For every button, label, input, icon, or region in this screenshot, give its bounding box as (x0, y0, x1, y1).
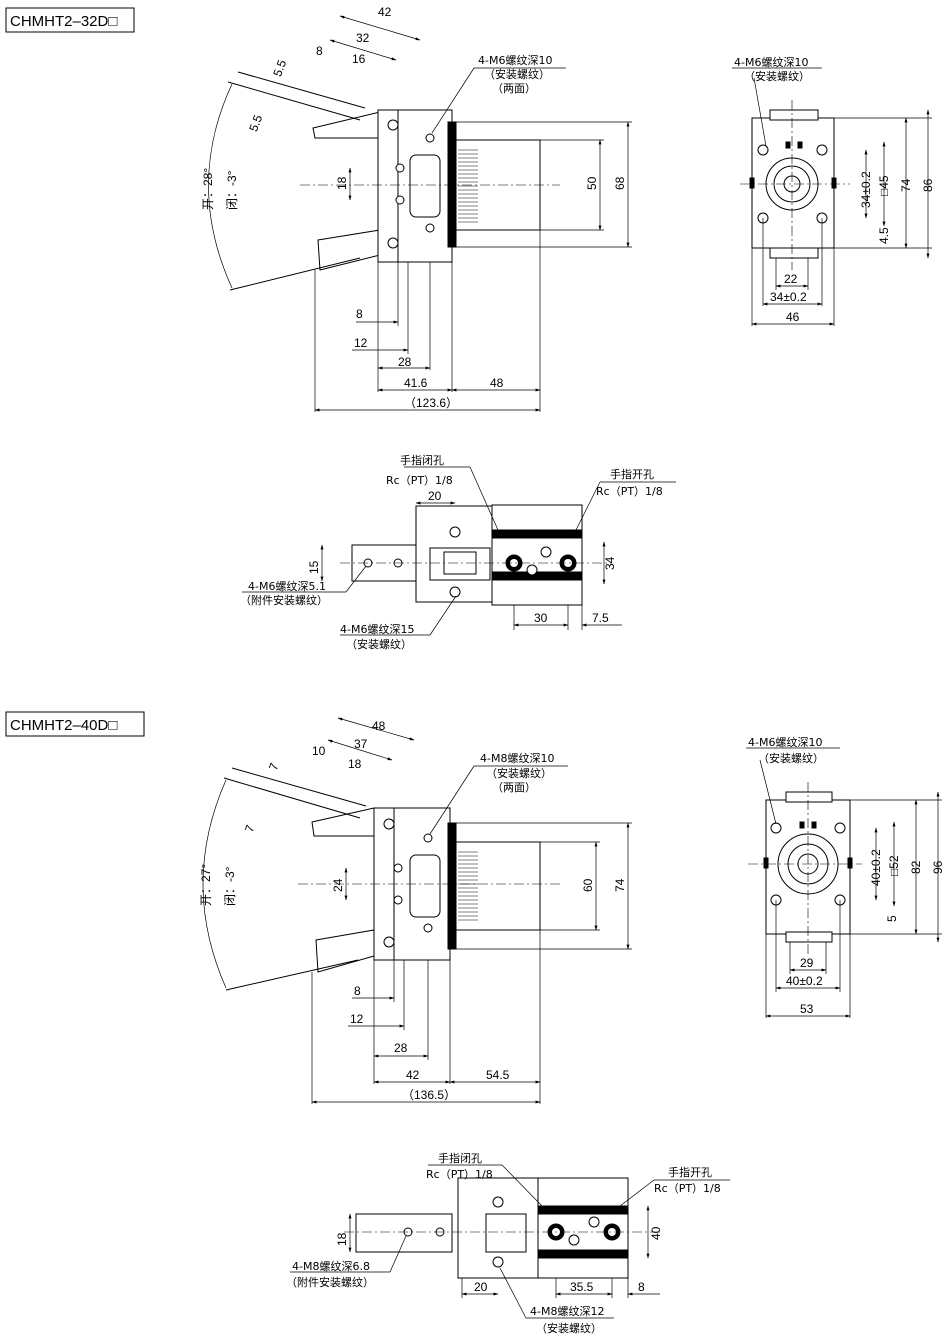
dim-74-40: 74 (613, 878, 627, 892)
end-dim-52: □52 (887, 855, 901, 876)
hole-note-line2: （安装螺纹） (484, 67, 550, 81)
dim-7-a: 7 (266, 761, 282, 772)
end-dim-86: 86 (921, 178, 935, 192)
mount-thread-note-40: 4-M8螺纹深12 (530, 1304, 604, 1318)
end-hole-note-line2: （安装螺纹） (744, 69, 810, 83)
top-dim-15: 15 (307, 560, 321, 574)
end-dim-34: 34±0.2 (859, 171, 873, 208)
end-hole-note-line1: 4-M6螺纹深10 (734, 55, 808, 69)
accessory-thread-note-40: 4-M8螺纹深6.8 (292, 1259, 370, 1273)
dim-8: 8 (316, 44, 323, 58)
end-dim-82: 82 (909, 860, 923, 874)
top-dim-30: 30 (534, 611, 548, 625)
dim-37: 37 (354, 737, 368, 751)
dim-24: 24 (331, 878, 345, 892)
mount-thread-note: 4-M6螺纹深15 (340, 622, 414, 636)
end-dim-22: 22 (784, 272, 798, 286)
dim-b12-40: 12 (350, 1012, 364, 1026)
close-port-thread-40: Rc（PT）1/8 (426, 1168, 493, 1181)
dim-b8: 8 (356, 307, 363, 321)
model-title-40: CHMHT2–40D□ (10, 717, 117, 734)
dim-48: 48 (372, 719, 386, 733)
dim-42: 42 (378, 5, 392, 19)
hole-note-40-line2: （安装螺纹） (486, 766, 552, 780)
dim-32: 32 (356, 31, 370, 45)
top-dim-7.5: 7.5 (592, 611, 609, 625)
dim-b54.5: 54.5 (486, 1068, 510, 1082)
end-dim-5: 5 (885, 915, 899, 922)
hole-note-40-line1: 4-M8螺纹深10 (480, 751, 554, 765)
angle-open-27: 开：27° (199, 864, 213, 906)
end-dim-4.5: 4.5 (877, 227, 891, 244)
dim-b123.6: （123.6） (404, 396, 458, 410)
end-view-32: 4-M6螺纹深10 （安装螺纹） 34±0.2 □45 74 86 4.5 22… (732, 55, 935, 326)
angle-close-3-40: 闭：-3° (223, 866, 237, 906)
top-dim-20-40: 20 (474, 1280, 488, 1294)
model-40-section: CHMHT2–40D□ 48 37 10 18 7 7 (5, 711, 945, 1335)
top-dim-20: 20 (428, 489, 442, 503)
accessory-thread-note-sub: （附件安装螺纹） (240, 593, 328, 607)
close-port-label: 手指闭孔 (400, 453, 444, 467)
close-port-thread: Rc（PT）1/8 (386, 474, 453, 487)
end-dim-53: 53 (800, 1002, 814, 1016)
accessory-thread-note: 4-M6螺纹深5.1 (248, 579, 326, 593)
angle-open-28: 开：28° (201, 168, 215, 210)
side-view-40: 48 37 10 18 7 7 开：27° 闭：-3° 4-M8螺纹深10 （安… (199, 717, 632, 1104)
hole-note-40-line3: （两面） (492, 781, 536, 794)
end-view-40: 4-M6螺纹深10 （安装螺纹） 40±0.2 □52 82 96 5 29 4… (746, 735, 945, 1018)
dim-b42: 42 (406, 1068, 420, 1082)
model-32-section: CHMHT2–32D□ (5, 5, 935, 651)
dim-b28: 28 (398, 355, 412, 369)
end-hole-note-40-line1: 4-M6螺纹深10 (748, 735, 822, 749)
open-port-label: 手指开孔 (610, 467, 654, 481)
close-port-label-40: 手指闭孔 (438, 1151, 482, 1165)
side-view-32: 42 32 8 16 5.5 5.5 开：28° 闭：-3° 4-M6螺纹深10… (201, 5, 632, 412)
end-dim-34b: 34±0.2 (770, 290, 807, 304)
dim-16: 16 (352, 52, 366, 66)
hole-note-line3: （两面） (492, 82, 536, 95)
end-dim-46: 46 (786, 310, 800, 324)
dim-68: 68 (613, 176, 627, 190)
dim-10: 10 (312, 744, 326, 758)
accessory-thread-note-40-sub: （附件安装螺纹） (286, 1275, 374, 1289)
hole-note-line1: 4-M6螺纹深10 (478, 53, 552, 67)
dim-18-40: 18 (348, 757, 362, 771)
dim-18: 18 (335, 176, 349, 190)
top-dim-34: 34 (603, 556, 617, 570)
open-port-thread-40: Rc（PT）1/8 (654, 1182, 721, 1195)
open-port-thread: Rc（PT）1/8 (596, 485, 663, 498)
dim-60: 60 (581, 878, 595, 892)
dim-b48: 48 (490, 376, 504, 390)
top-dim-35.5: 35.5 (570, 1280, 594, 1294)
end-dim-74: 74 (899, 178, 913, 192)
end-dim-40: 40±0.2 (869, 849, 883, 886)
dim-b136.5: （136.5） (402, 1088, 456, 1102)
dim-5.5-b: 5.5 (246, 113, 265, 134)
end-dim-96: 96 (931, 860, 945, 874)
end-dim-40b: 40±0.2 (786, 974, 823, 988)
top-view-32: 手指闭孔 Rc（PT）1/8 手指开孔 Rc（PT）1/8 20 15 34 3… (240, 453, 676, 651)
dim-50: 50 (585, 176, 599, 190)
dim-b8-40: 8 (354, 984, 361, 998)
end-dim-29: 29 (800, 956, 814, 970)
top-dim-18: 18 (335, 1232, 349, 1246)
angle-close-3: 闭：-3° (225, 170, 239, 210)
top-dim-8: 8 (638, 1280, 645, 1294)
mount-thread-note-40-sub: （安装螺纹） (536, 1321, 602, 1335)
mount-thread-note-sub: （安装螺纹） (346, 637, 412, 651)
dim-b12: 12 (354, 336, 368, 350)
model-title-32: CHMHT2–32D□ (10, 13, 117, 30)
dim-b41.6: 41.6 (404, 376, 428, 390)
title-box-40 (5, 711, 145, 737)
title-box-32 (5, 7, 135, 33)
top-dim-40: 40 (649, 1226, 663, 1240)
dim-7-b: 7 (242, 823, 258, 834)
end-dim-45: □45 (877, 175, 891, 196)
dim-b28-40: 28 (394, 1041, 408, 1055)
top-view-40: 手指闭孔 Rc（PT）1/8 手指开孔 Rc（PT）1/8 18 40 20 3… (286, 1151, 730, 1335)
end-hole-note-40-line2: （安装螺纹） (758, 751, 824, 765)
open-port-label-40: 手指开孔 (668, 1165, 712, 1179)
dim-5.5-a: 5.5 (270, 58, 289, 79)
